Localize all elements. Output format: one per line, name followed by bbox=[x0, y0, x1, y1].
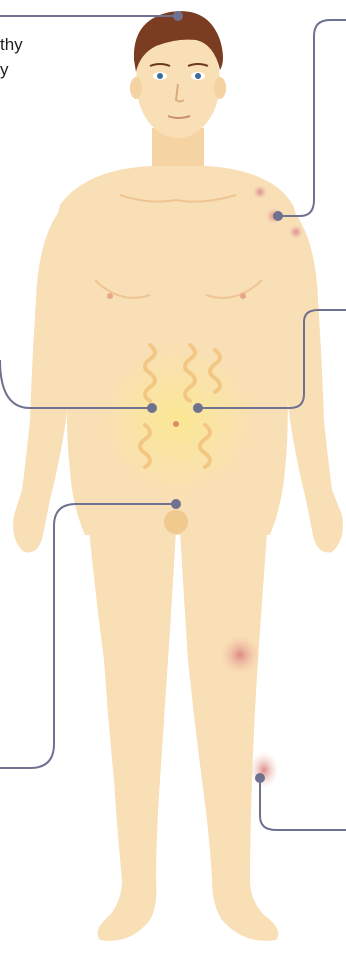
dot-marker[interactable] bbox=[193, 403, 203, 413]
dot-marker[interactable] bbox=[273, 211, 283, 221]
dot-marker[interactable] bbox=[255, 773, 265, 783]
abdomen-glow bbox=[83, 330, 273, 510]
red-spot bbox=[289, 225, 303, 239]
shin-rash bbox=[250, 752, 278, 788]
left-nipple bbox=[107, 293, 113, 299]
red-spot bbox=[253, 185, 267, 199]
dot-marker[interactable] bbox=[173, 11, 183, 21]
right-nipple bbox=[240, 293, 246, 299]
head bbox=[130, 11, 226, 138]
leader-line-shin bbox=[260, 778, 346, 830]
body-silhouette bbox=[13, 128, 343, 941]
dot-marker[interactable] bbox=[171, 499, 181, 509]
dot-marker[interactable] bbox=[147, 403, 157, 413]
knee-inflammation bbox=[220, 635, 260, 675]
callout-text-line-2: y bbox=[0, 57, 9, 82]
callout-text-line-1: thy bbox=[0, 32, 23, 57]
leader-line-shoulder bbox=[278, 20, 346, 216]
navel bbox=[173, 421, 179, 427]
